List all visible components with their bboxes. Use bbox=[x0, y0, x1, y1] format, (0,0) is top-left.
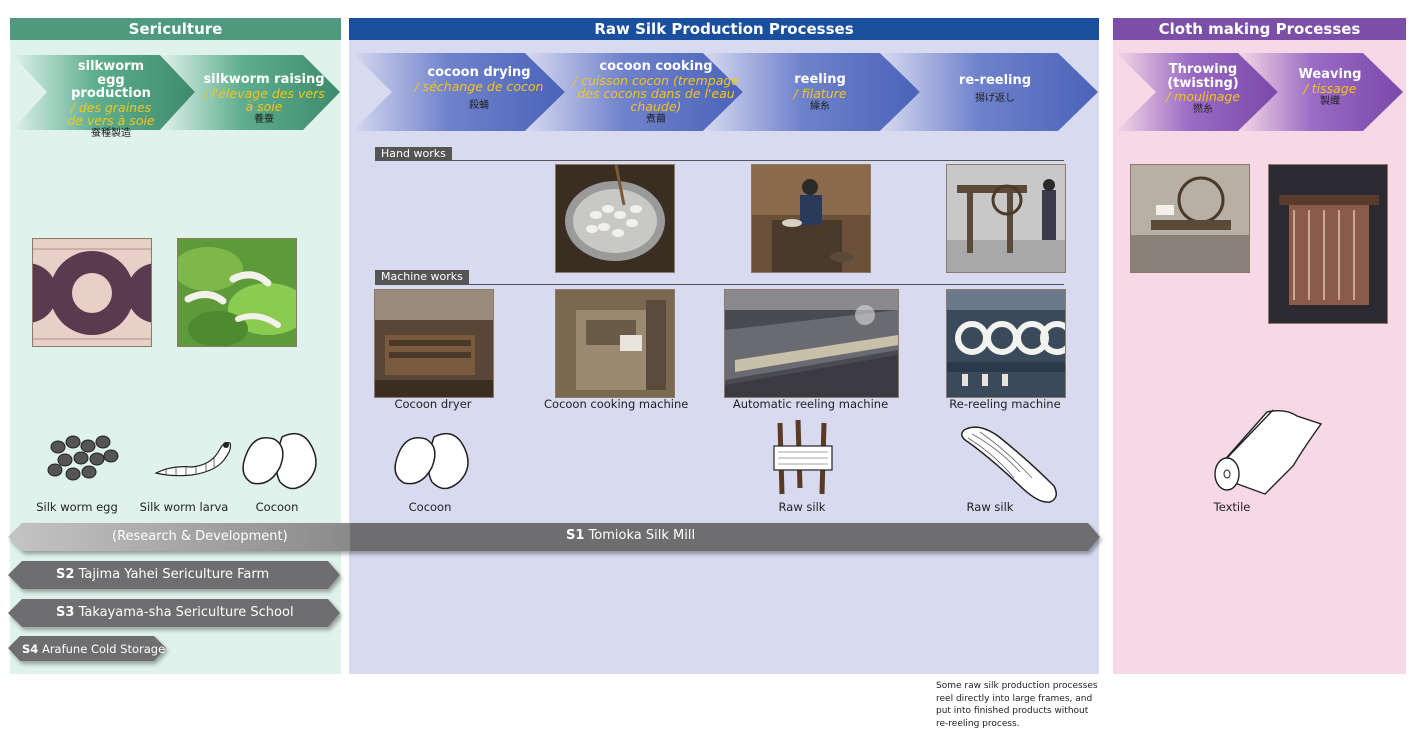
caption-raw-silk-2: Raw silk bbox=[966, 500, 1014, 514]
panel-title-raw-silk: Raw Silk Production Processes bbox=[349, 18, 1099, 40]
label-s1-tomioka: S1 Tomioka Silk Mill bbox=[566, 528, 695, 543]
step-throwing: Throwing (twisting) / moulinage 撚糸 bbox=[1160, 63, 1246, 116]
step-silkworm-raising: silkworm raising / l'élevage des vers à … bbox=[202, 73, 326, 125]
machine-works-label: Machine works bbox=[375, 270, 469, 284]
weaving-loom-photo bbox=[1268, 164, 1388, 324]
step-egg-jp: 蚕種製造 bbox=[91, 128, 131, 140]
caption-cocoon-cooking-machine: Cocoon cooking machine bbox=[544, 397, 689, 411]
silkworm-larva-illustration bbox=[154, 442, 232, 477]
step-rereeling-title: re-reeling bbox=[958, 73, 1032, 88]
step-throwing-fr: / moulinage bbox=[1165, 89, 1241, 105]
caption-cocoon-1: Cocoon bbox=[255, 500, 299, 514]
cocoon-illustration-2 bbox=[394, 432, 469, 490]
site-name-s3: Takayama-sha Sericulture School bbox=[78, 605, 294, 620]
hand-reeling-photo bbox=[751, 164, 871, 273]
silkworm-egg-photo bbox=[32, 238, 152, 347]
step-cooking-jp: 煮繭 bbox=[646, 114, 666, 126]
caption-automatic-reeling-machine: Automatic reeling machine bbox=[732, 397, 889, 411]
chevron-weaving bbox=[1238, 53, 1403, 131]
step-throwing-title: Throwing (twisting) bbox=[1167, 62, 1239, 91]
caption-textile: Textile bbox=[1213, 500, 1251, 514]
textile-roll-illustration bbox=[1214, 409, 1323, 495]
arrow-s2-tajima bbox=[8, 561, 340, 589]
raw-silk-skein-illustration bbox=[961, 426, 1057, 503]
step-reeling-jp: 繰糸 bbox=[810, 100, 830, 112]
arrow-s1-tomioka bbox=[350, 523, 1100, 551]
step-reeling: reeling / filature 繰糸 bbox=[760, 73, 880, 112]
hand-works-label: Hand works bbox=[375, 147, 452, 161]
silkworm-larva-photo bbox=[177, 238, 297, 347]
step-reeling-fr: / filature bbox=[793, 85, 847, 101]
chevron-re-reeling bbox=[880, 53, 1098, 131]
label-research-development: (Research & Development) bbox=[112, 529, 288, 544]
chevron-cocoon-cooking bbox=[525, 53, 743, 131]
step-cocoon-cooking: cocoon cooking / cuisson cocon (trempage… bbox=[572, 60, 740, 126]
step-cocoon-drying: cocoon drying / séchange de cocon 殺蛹 bbox=[410, 66, 548, 111]
caption-silk-worm-larva: Silk worm larva bbox=[139, 500, 229, 514]
step-weaving-jp: 製織 bbox=[1320, 95, 1340, 107]
caption-cocoon-dryer: Cocoon dryer bbox=[394, 397, 472, 411]
caption-cocoon-2: Cocoon bbox=[408, 500, 452, 514]
site-code-s1: S1 bbox=[566, 528, 585, 543]
machine-cocoon-dryer-photo bbox=[374, 289, 494, 398]
machine-cocoon-cooking-photo bbox=[555, 289, 675, 398]
panel-title-sericulture: Sericulture bbox=[10, 18, 341, 40]
process-chevrons bbox=[12, 53, 1403, 131]
throwing-machine-photo bbox=[1130, 164, 1250, 273]
hand-re-reeling-photo bbox=[946, 164, 1066, 273]
panel-title-cloth: Cloth making Processes bbox=[1113, 18, 1406, 40]
machine-works-divider bbox=[375, 284, 1064, 285]
step-re-reeling: re-reeling 揚げ返し bbox=[935, 74, 1055, 104]
chevron-egg-production bbox=[12, 55, 195, 130]
chevron-silkworm-raising bbox=[160, 55, 340, 130]
chevron-cocoon-drying bbox=[352, 53, 565, 131]
step-egg-production: silkworm egg production / des graines de… bbox=[62, 60, 160, 140]
silkworm-egg-illustration bbox=[47, 435, 119, 481]
step-egg-fr: / des graines de vers à soie bbox=[67, 99, 155, 129]
site-code-s3: S3 bbox=[56, 605, 75, 620]
site-code-s4: S4 bbox=[22, 642, 39, 656]
site-code-s2: S2 bbox=[56, 567, 75, 582]
cocoon-illustration-1 bbox=[242, 432, 317, 490]
step-weaving: Weaving / tissage 製織 bbox=[1290, 68, 1370, 107]
caption-re-reeling-machine: Re-reeling machine bbox=[949, 397, 1061, 411]
step-raising-jp: 養蚕 bbox=[254, 113, 274, 125]
step-cooking-fr: / cuisson cocon (trempage des cocons dan… bbox=[573, 72, 739, 114]
hand-works-divider bbox=[375, 160, 1064, 161]
caption-raw-silk-1: Raw silk bbox=[778, 500, 826, 514]
arrow-s4-arafune bbox=[8, 636, 166, 661]
site-arrows bbox=[8, 523, 1100, 661]
step-reeling-title: reeling bbox=[794, 72, 846, 87]
step-cooking-title: cocoon cooking bbox=[599, 59, 713, 74]
step-raising-title: silkworm raising bbox=[203, 72, 325, 87]
step-drying-jp: 殺蛹 bbox=[469, 99, 489, 111]
hand-cocoon-cooking-photo bbox=[555, 164, 675, 273]
reel-frame-illustration bbox=[773, 419, 833, 495]
step-drying-fr: / séchange de cocon bbox=[414, 78, 544, 94]
re-reeling-footnote: Some raw silk production processes reel … bbox=[936, 681, 1098, 729]
site-name-s4: Arafune Cold Storage bbox=[41, 642, 166, 656]
site-name-s2: Tajima Yahei Sericulture Farm bbox=[78, 567, 270, 582]
step-drying-title: cocoon drying bbox=[427, 65, 531, 80]
label-s4-arafune: S4 Arafune Cold Storage bbox=[22, 642, 165, 656]
arrow-research-development bbox=[8, 523, 350, 551]
machine-re-reeling-photo bbox=[946, 289, 1066, 398]
chevron-throwing bbox=[1116, 53, 1278, 131]
step-throwing-jp: 撚糸 bbox=[1193, 104, 1213, 116]
chevron-reeling bbox=[703, 53, 920, 131]
step-raising-fr: / l'élevage des vers à soie bbox=[203, 85, 325, 114]
caption-silk-worm-egg: Silk worm egg bbox=[36, 500, 118, 514]
step-egg-title: silkworm egg production bbox=[71, 59, 151, 102]
step-weaving-title: Weaving bbox=[1298, 67, 1362, 82]
label-s3-takayama: S3 Takayama-sha Sericulture School bbox=[56, 605, 294, 620]
site-name-s1: Tomioka Silk Mill bbox=[588, 528, 696, 543]
step-weaving-fr: / tissage bbox=[1303, 80, 1357, 96]
label-s2-tajima: S2 Tajima Yahei Sericulture Farm bbox=[56, 567, 269, 582]
arrow-s3-takayama bbox=[8, 599, 340, 627]
step-rereeling-jp: 揚げ返し bbox=[975, 92, 1015, 104]
machine-automatic-reeling-photo bbox=[724, 289, 899, 398]
